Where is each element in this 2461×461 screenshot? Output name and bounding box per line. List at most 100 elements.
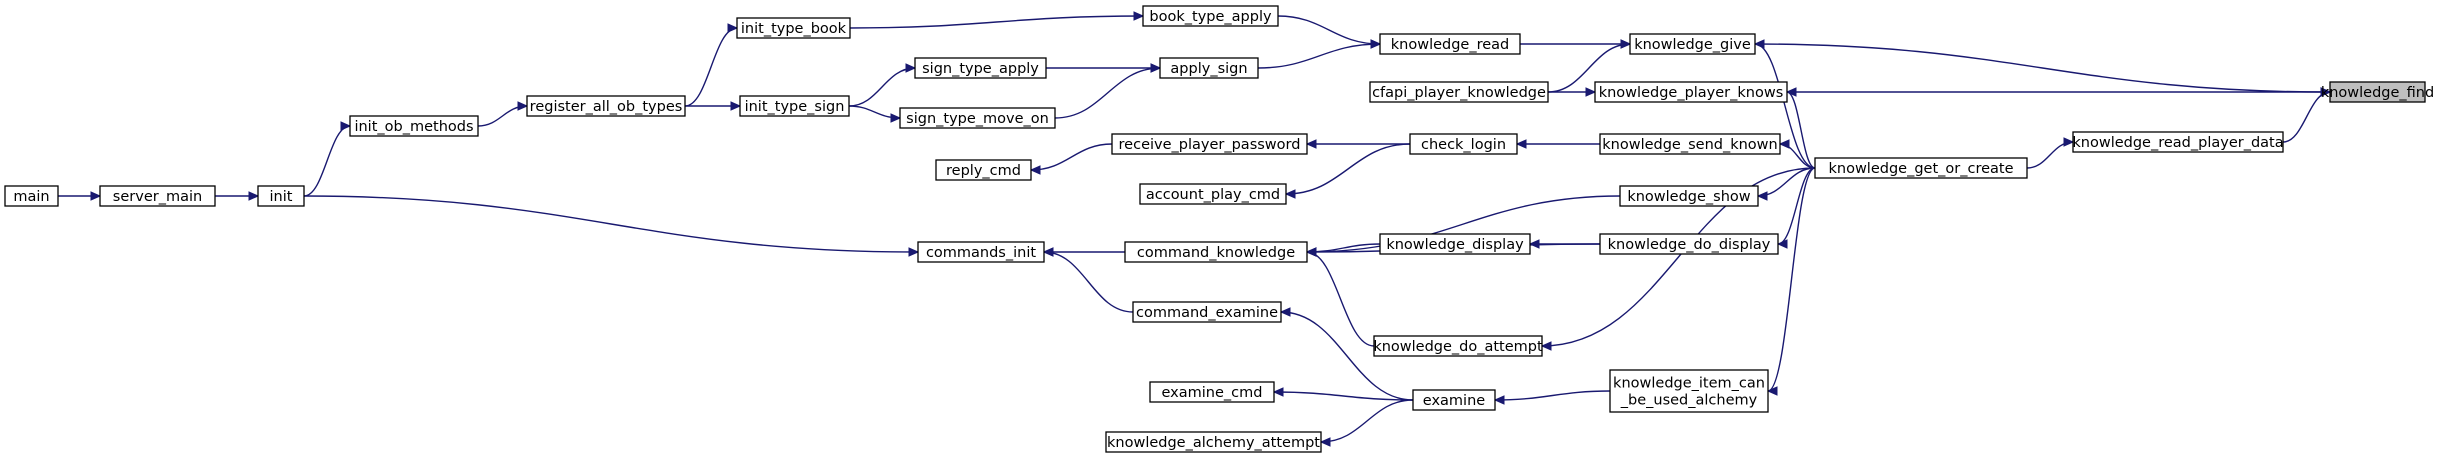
node-box (736, 17, 851, 39)
edge-knowledge_give-to-knowledge_find (1754, 43, 2332, 97)
node-label: knowledge_alchemy_attempt (1107, 435, 1320, 451)
node-box (1379, 33, 1521, 55)
node-server-main[interactable]: server_main (99, 185, 216, 207)
edge-knowledge_do_attempt-to-command_knowledge (1305, 247, 1375, 347)
node-label: command_examine (1136, 305, 1278, 321)
node-box (1379, 233, 1531, 255)
node-box (935, 159, 1032, 181)
node-book-type-apply[interactable]: book_type_apply (1142, 5, 1279, 27)
node-label: _be_used_alchemy (1620, 393, 1758, 409)
node-label: examine_cmd (1162, 385, 1263, 401)
node-label: knowledge_find (2321, 85, 2434, 101)
edge-knowledge_get_or_create-to-knowledge_read_player_data (2026, 137, 2075, 169)
edge-command_knowledge-to-commands_init (1042, 247, 1125, 257)
node-label: commands_init (926, 245, 1036, 261)
node-box (2072, 131, 2284, 153)
edge-apply_sign-to-knowledge_read (1257, 39, 1382, 69)
node-box (917, 241, 1045, 263)
node-cfapi-player-knowledge[interactable]: cfapi_player_knowledge (1369, 81, 1549, 103)
node-box (99, 185, 216, 207)
node-knowledge-item-can-be-used-alchemy[interactable]: knowledge_item_can_be_used_alchemy (1609, 369, 1769, 413)
node-label: init_type_book (741, 21, 847, 37)
edge-init_type_sign-to-sign_type_move_on (848, 105, 902, 123)
node-label: main (13, 189, 49, 205)
edge-check_login-to-receive_player_password (1305, 139, 1410, 149)
node-examine[interactable]: examine (1412, 389, 1496, 411)
node-box (1159, 57, 1259, 79)
node-box (526, 95, 686, 117)
node-knowledge-do-display[interactable]: knowledge_do_display (1599, 233, 1779, 255)
node-label: knowledge_player_knows (1599, 85, 1784, 101)
edge-examine-to-knowledge_alchemy_attempt (1319, 399, 1414, 447)
node-knowledge-player-knows[interactable]: knowledge_player_knows (1594, 81, 1788, 103)
node-knowledge-do-attempt[interactable]: knowledge_do_attempt (1373, 335, 1543, 357)
edge-sign_type_move_on-to-apply_sign (1054, 63, 1162, 119)
edge-server_main-to-init (215, 191, 260, 201)
node-sign-type-apply[interactable]: sign_type_apply (914, 57, 1047, 79)
node-box (1599, 233, 1779, 255)
node-label: register_all_ob_types (530, 99, 683, 115)
edge-cfapi_player_knowledge-to-knowledge_player_knows (1548, 87, 1597, 97)
node-box (1139, 183, 1287, 205)
node-commands-init[interactable]: commands_init (917, 241, 1045, 263)
node-box (4, 185, 59, 207)
node-apply-sign[interactable]: apply_sign (1159, 57, 1259, 79)
node-knowledge-give[interactable]: knowledge_give (1629, 33, 1756, 55)
node-main[interactable]: main (4, 185, 59, 207)
node-label: receive_player_password (1119, 137, 1301, 153)
node-box (1609, 369, 1769, 413)
node-label: knowledge_do_display (1608, 237, 1771, 253)
edge-init-to-commands_init (303, 195, 920, 257)
node-knowledge-show[interactable]: knowledge_show (1619, 185, 1759, 207)
node-account-play-cmd[interactable]: account_play_cmd (1139, 183, 1287, 205)
node-box (1814, 157, 2028, 179)
edge-examine-to-command_examine (1279, 307, 1414, 401)
edge-register_all_ob_types-to-init_type_book (684, 23, 739, 107)
node-check-login[interactable]: check_login (1409, 133, 1518, 155)
node-knowledge-find[interactable]: knowledge_find (2321, 81, 2434, 103)
node-box (1594, 81, 1788, 103)
node-command-examine[interactable]: command_examine (1132, 301, 1282, 323)
edge-knowledge_get_or_create-to-knowledge_give (1753, 39, 1816, 169)
edge-main-to-server_main (58, 191, 102, 201)
node-box (914, 57, 1047, 79)
node-knowledge-read-player-data[interactable]: knowledge_read_player_data (2072, 131, 2284, 153)
node-box (899, 107, 1056, 129)
node-knowledge-send-known[interactable]: knowledge_send_known (1599, 133, 1781, 155)
node-examine-cmd[interactable]: examine_cmd (1149, 381, 1275, 403)
node-label: knowledge_item_can (1613, 376, 1765, 392)
node-label: knowledge_do_attempt (1373, 339, 1543, 355)
node-box (1142, 5, 1279, 27)
node-knowledge-alchemy-attempt[interactable]: knowledge_alchemy_attempt (1105, 431, 1322, 453)
node-box (257, 185, 305, 207)
node-reply-cmd[interactable]: reply_cmd (935, 159, 1032, 181)
nodes-layer: knowledge_find knowledge_give knowledge_pl… (4, 5, 2434, 453)
node-knowledge-get-or-create[interactable]: knowledge_get_or_create (1814, 157, 2028, 179)
node-label: init_type_sign (745, 99, 845, 115)
node-label: init (270, 189, 293, 205)
node-init-type-sign[interactable]: init_type_sign (739, 95, 850, 117)
node-register-all-ob-types[interactable]: register_all_ob_types (526, 95, 686, 117)
node-knowledge-display[interactable]: knowledge_display (1379, 233, 1531, 255)
node-init[interactable]: init (257, 185, 305, 207)
edge-knowledge_get_or_create-to-knowledge_player_knows (1785, 87, 1816, 169)
node-label: knowledge_get_or_create (1828, 161, 2013, 177)
edge-knowledge_read_player_data-to-knowledge_find (2282, 87, 2332, 143)
edge-knowledge_item_can_be_used_alchemy-to-examine (1493, 390, 1611, 405)
edge-init-to-init_ob_methods (303, 121, 352, 197)
node-box (349, 115, 479, 137)
node-box (1111, 133, 1308, 155)
node-sign-type-move-on[interactable]: sign_type_move_on (899, 107, 1056, 129)
node-label: cfapi_player_knowledge (1372, 85, 1546, 101)
edge-examine-to-examine_cmd (1272, 387, 1414, 401)
node-label: command_knowledge (1137, 245, 1295, 261)
node-label: knowledge_give (1634, 37, 1751, 53)
node-init-ob-methods[interactable]: init_ob_methods (349, 115, 479, 137)
edge-knowledge_send_known-to-check_login (1515, 139, 1600, 149)
node-receive-player-password[interactable]: receive_player_password (1111, 133, 1308, 155)
node-command-knowledge[interactable]: command_knowledge (1124, 241, 1308, 263)
node-init-type-book[interactable]: init_type_book (736, 17, 851, 39)
edge-knowledge_get_or_create-to-knowledge_send_known (1778, 139, 1816, 169)
node-knowledge-read[interactable]: knowledge_read (1379, 33, 1521, 55)
